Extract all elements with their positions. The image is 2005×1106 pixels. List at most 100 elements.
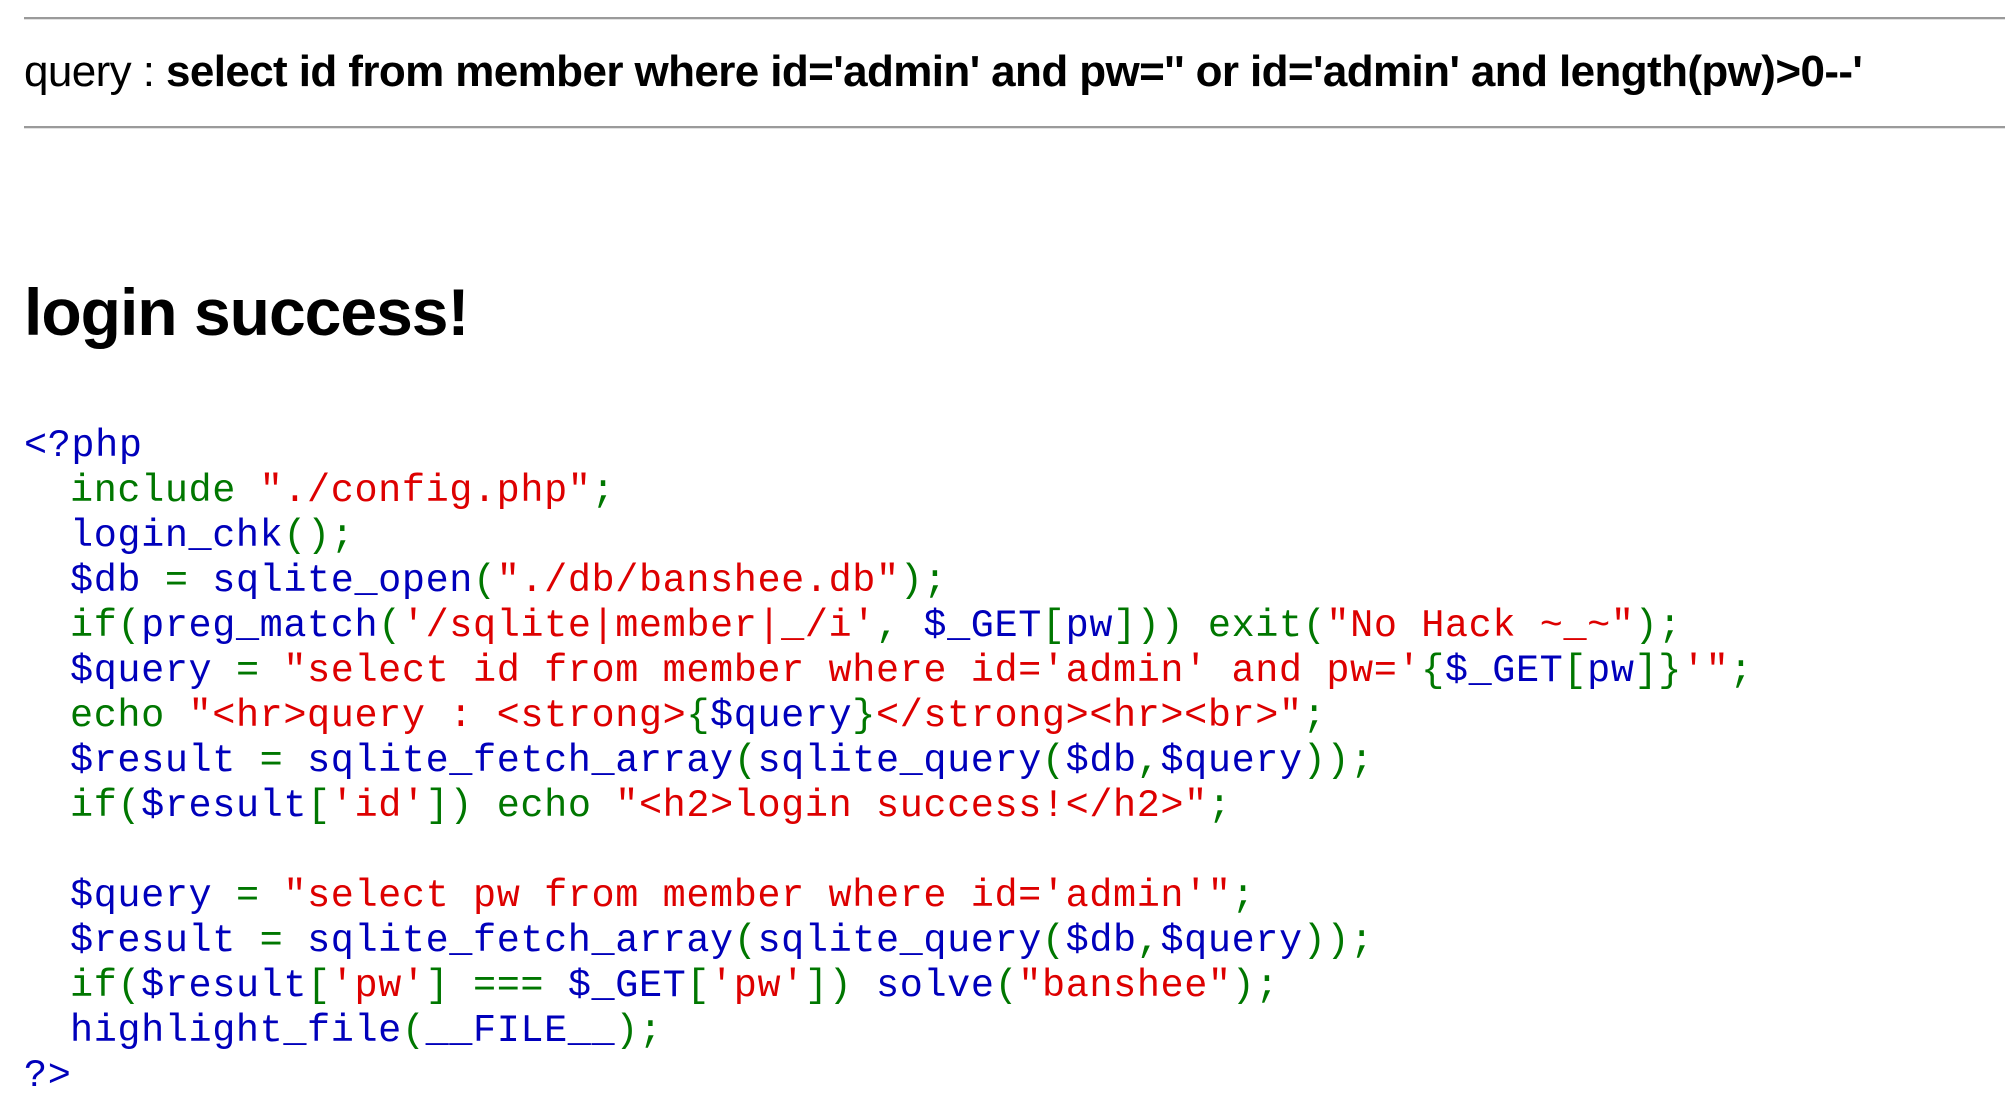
top-divider [24,17,2005,20]
code-token: [ [1563,649,1588,693]
code-token: , [1136,739,1161,783]
code-token: $_GET [1444,649,1564,693]
code-token: $query [1160,919,1303,963]
code-token: ; [1302,694,1327,738]
code-token: = [235,649,284,693]
code-token: [ [307,964,331,1008]
code-token: solve [876,964,995,1008]
code-token: $db [1065,919,1137,963]
code-token: "banshee" [1018,964,1232,1008]
code-token: 'id' [330,784,426,828]
php-close-tag: ?> [24,1054,72,1098]
code-token: , [875,604,924,648]
code-token: $result [70,739,260,783]
code-token: ]} [1634,649,1682,693]
code-token: ; [1207,784,1232,828]
code-token: ( [733,739,758,783]
code-token: ; [591,469,616,513]
code-token: if( [70,964,142,1008]
code-line: highlight_file(__FILE__); [24,1009,1753,1054]
code-token: ( [994,964,1019,1008]
code-token: $result [141,784,308,828]
code-token: $_GET [567,964,687,1008]
code-token: highlight_file [70,1009,402,1053]
code-token: __FILE__ [425,1009,616,1053]
code-token: , [1136,919,1161,963]
code-line: $query = "select pw from member where id… [24,874,1753,919]
code-token: $query [70,874,236,918]
code-token: ])) exit( [1113,604,1327,648]
code-token: "No Hack ~_~" [1326,604,1635,648]
code-line [24,829,1753,874]
code-token: ; [1729,649,1754,693]
code-token: "./db/banshee.db" [496,559,900,603]
code-token: = [259,739,308,783]
login-result-heading: login success! [24,275,469,349]
code-token: '" [1681,649,1730,693]
code-token: ] === [425,964,568,1008]
code-line: $db = sqlite_open("./db/banshee.db"); [24,559,1753,604]
php-open-tag: <?php [24,424,143,468]
code-token: ); [1231,964,1280,1008]
query-value: select id from member where id='admin' a… [165,47,1863,96]
code-token: = [235,874,284,918]
code-token: 'pw' [710,964,805,1008]
code-token: sqlite_query [757,739,1042,783]
code-token: echo [70,694,189,738]
code-body: include "./config.php";login_chk();$db =… [24,469,1753,1054]
code-token: [ [686,964,711,1008]
code-token: $db [70,559,165,603]
code-token: ); [615,1009,663,1053]
code-token: $query [710,694,853,738]
code-token: login_chk [70,514,284,558]
code-token: 'pw' [330,964,426,1008]
code-token: $db [1065,739,1137,783]
code-line: $result = sqlite_fetch_array(sqlite_quer… [24,919,1753,964]
code-line: if(preg_match('/sqlite|member|_/i', $_GE… [24,604,1753,649]
code-line: if($result['id']) echo "<h2>login succes… [24,784,1753,829]
code-token: ]) echo [425,784,616,828]
code-token: "./config.php" [259,469,592,513]
code-token: } [852,694,876,738]
code-line: echo "<hr>query : <strong>{$query}</stro… [24,694,1753,739]
code-token: if( [70,604,142,648]
code-line: $query = "select id from member where id… [24,649,1753,694]
code-token: $result [141,964,308,1008]
code-token: sqlite_fetch_array [307,739,734,783]
code-token: ( [473,559,497,603]
code-token: ( [401,1009,426,1053]
code-token: pw [1587,649,1635,693]
code-token: (); [283,514,355,558]
code-token: include [70,469,260,513]
code-token: [ [307,784,331,828]
code-token: </strong><hr><br>" [875,694,1303,738]
code-token: = [259,919,308,963]
code-token: "select pw from member where id='admin'" [283,874,1232,918]
code-token: preg_match [141,604,379,648]
code-token: $query [70,649,236,693]
code-token: "<hr>query : <strong> [188,694,687,738]
code-token: ; [1231,874,1256,918]
code-token: sqlite_query [757,919,1042,963]
code-token: "<h2>login success!</h2>" [615,784,1208,828]
code-token: { [686,694,711,738]
code-token: "select id from member where id='admin' … [283,649,1422,693]
code-token: = [164,559,213,603]
code-token: if( [70,784,142,828]
code-token: ]) [804,964,877,1008]
code-token: [ [1041,604,1066,648]
code-token: )); [1302,739,1374,783]
code-line: login_chk(); [24,514,1753,559]
code-token: sqlite_open [212,559,473,603]
code-token: pw [1065,604,1114,648]
code-line: include "./config.php"; [24,469,1753,514]
code-token: ); [899,559,948,603]
code-token: $_GET [923,604,1042,648]
bottom-divider [24,126,2005,129]
query-line: query : select id from member where id='… [24,44,1863,100]
code-token: $query [1160,739,1303,783]
code-token: ( [1041,739,1066,783]
code-line: $result = sqlite_fetch_array(sqlite_quer… [24,739,1753,784]
